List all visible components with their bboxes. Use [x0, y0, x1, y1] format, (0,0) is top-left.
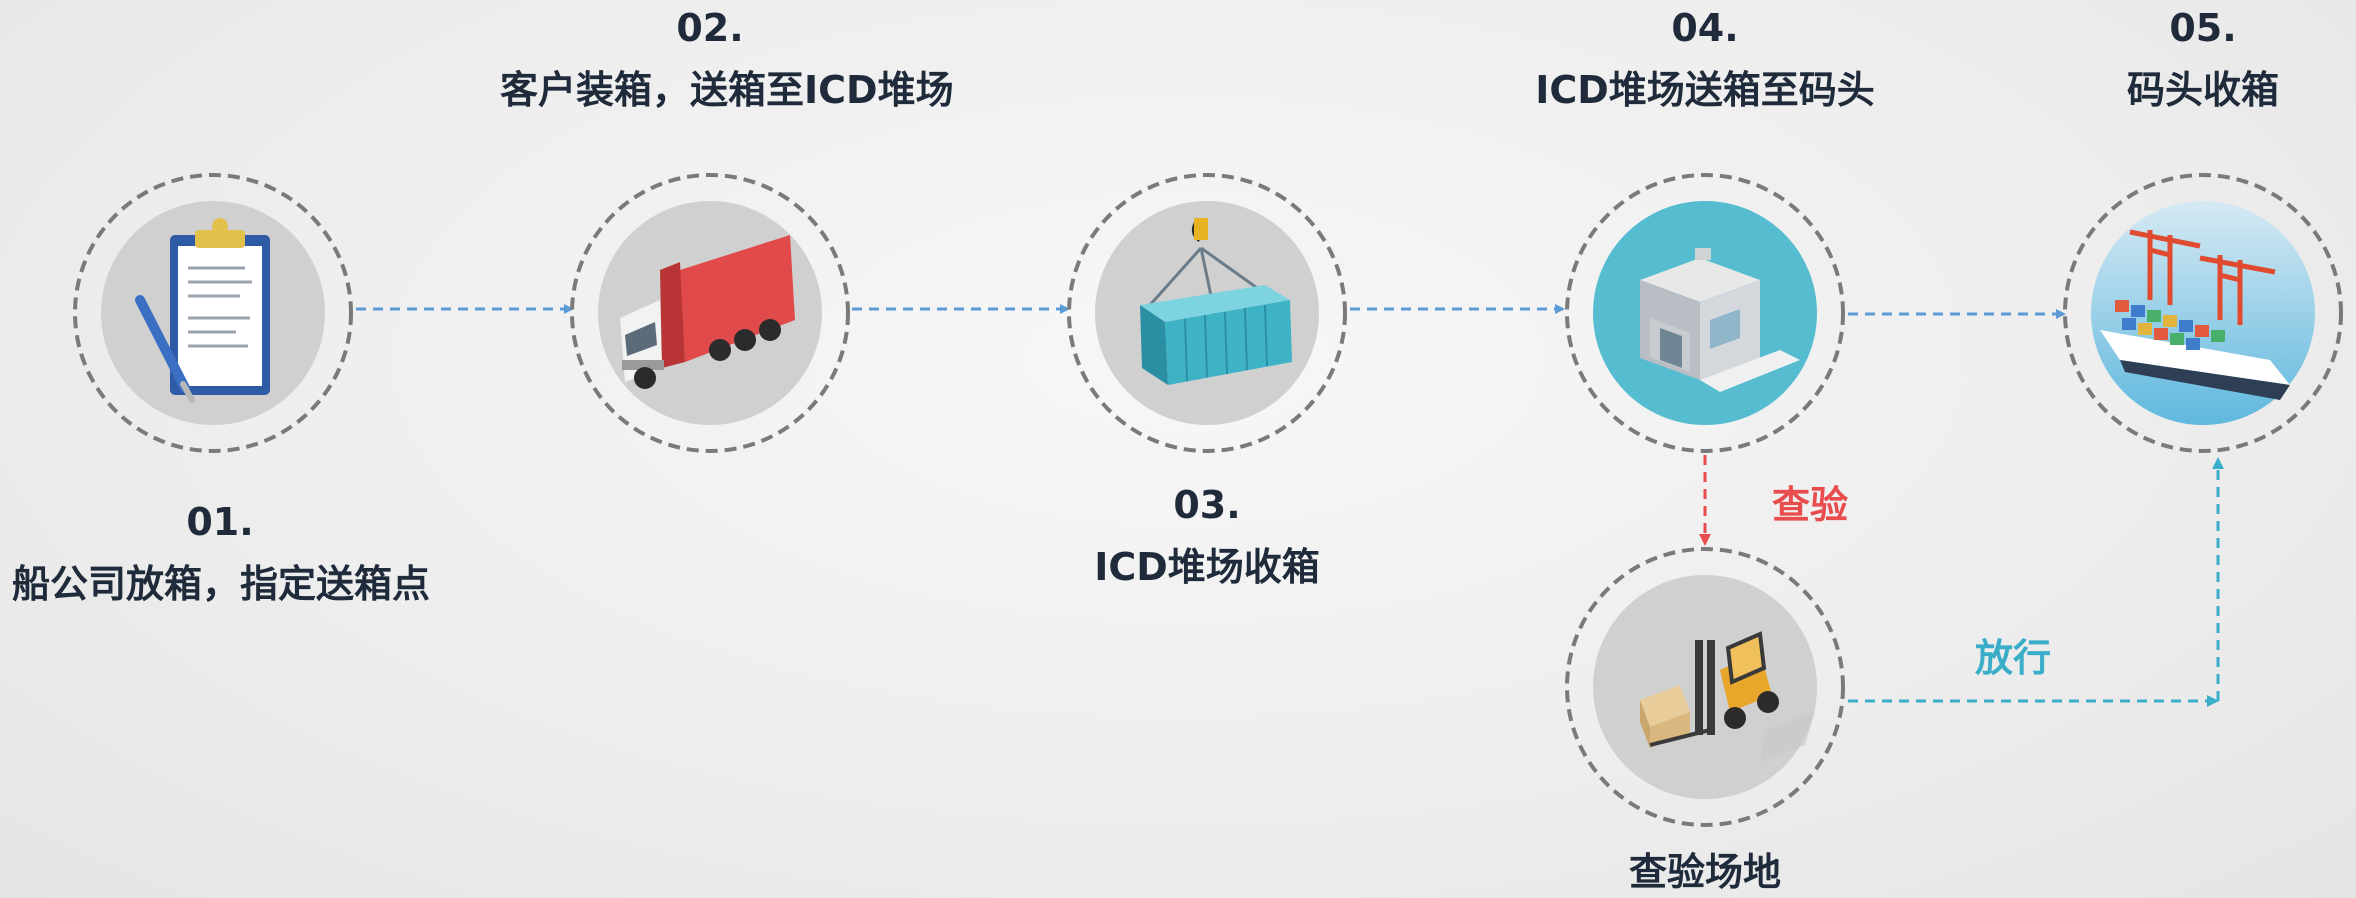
- step-04-text: ICD堆场送箱至码头: [1535, 67, 1875, 112]
- clipboard-icon: [135, 218, 270, 403]
- port-crane-icon: [2100, 229, 2290, 400]
- inspection-site-node: [1565, 547, 1845, 827]
- step-03-label: 03. ICD堆场收箱: [1040, 483, 1374, 590]
- step-04-node: [1565, 173, 1845, 453]
- inspection-site-text: 查验场地: [1628, 850, 1781, 894]
- forklift-icon: [1640, 631, 1815, 762]
- step-01-number: 01.: [186, 500, 254, 544]
- inspection-site-label: 查验场地: [1555, 850, 1855, 896]
- container-icon: [1140, 218, 1292, 385]
- step-03-node: [1067, 173, 1347, 453]
- step-01-node: [73, 173, 353, 453]
- step-03-number: 03.: [1173, 483, 1241, 527]
- truck-icon: [620, 235, 795, 389]
- step-05-number: 05.: [2169, 6, 2237, 50]
- step-02-number: 02.: [676, 6, 744, 50]
- step-01-text: 船公司放箱，指定送箱点: [12, 561, 431, 606]
- release-tag: 放行: [1975, 636, 2052, 680]
- step-05-label: 05. 码头收箱: [2070, 6, 2336, 113]
- step-02-label: 02. 客户装箱，送箱至ICD堆场: [500, 6, 954, 113]
- step-03-text: ICD堆场收箱: [1094, 544, 1320, 589]
- step-02-text: 客户装箱，送箱至ICD堆场: [500, 67, 954, 112]
- step-05-text: 码头收箱: [2126, 67, 2279, 112]
- inspect-tag: 查验: [1772, 483, 1849, 527]
- warehouse-icon: [1640, 248, 1800, 392]
- step-04-number: 04.: [1671, 6, 1739, 50]
- step-01-label: 01. 船公司放箱，指定送箱点: [12, 500, 431, 607]
- step-02-node: [570, 173, 850, 453]
- step-05-node: [2063, 173, 2343, 453]
- step-04-label: 04. ICD堆场送箱至码头: [1505, 6, 1905, 113]
